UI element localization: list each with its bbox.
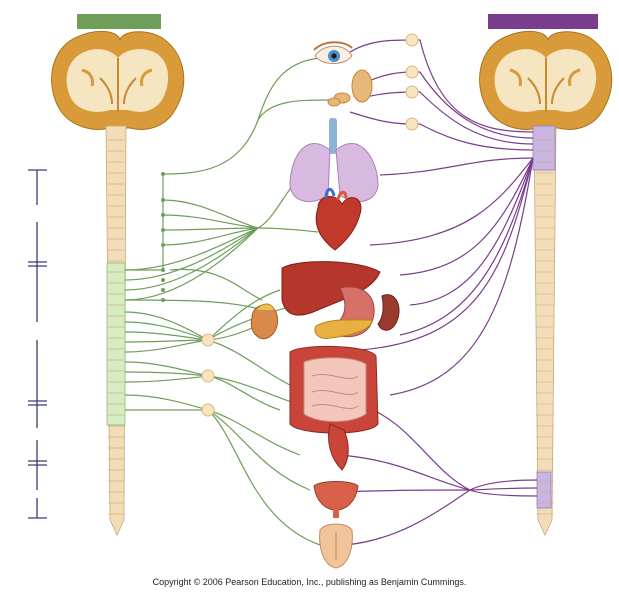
salivary-glands-icon [327,69,373,107]
right-spinal-cord [532,125,557,536]
right-cord-segments [536,139,554,515]
ciliary-ganglion [405,33,419,47]
kidney-icon [377,294,400,331]
right-brain-icon [479,31,613,130]
inferior-mesenteric-ganglion [201,403,215,417]
pterygopalatine-ganglion [405,65,419,79]
adrenal-gland-icon [250,303,278,340]
left-cord-segments [108,139,124,515]
pancreas-icon [314,319,373,339]
sympathetic-header-bar [77,14,161,29]
collateral-ganglia [201,333,215,417]
bladder-icon [313,481,359,518]
sacral-region [536,471,552,509]
intestines-icon [289,345,379,471]
vertebral-region-bracket [28,169,47,519]
parasympathetic-ganglia [405,33,419,131]
heart-icon [315,188,362,251]
thoracolumbar-region [106,262,126,426]
superior-mesenteric-ganglion [201,369,215,383]
sympathetic-chain-ganglia [161,172,165,302]
submandibular-ganglion [405,85,419,99]
copyright-notice: Copyright © 2006 Pearson Education, Inc.… [152,577,467,587]
lungs-icon [289,118,379,203]
eye-icon [313,41,353,64]
otic-ganglion [405,117,419,131]
brainstem-region [532,125,556,171]
left-spinal-cord [105,125,127,536]
left-brain-icon [51,31,185,130]
celiac-ganglion [201,333,215,347]
genitals-icon [319,523,353,569]
parasympathetic-header-bar [488,14,598,29]
parasympathetic-pathways [339,39,538,546]
